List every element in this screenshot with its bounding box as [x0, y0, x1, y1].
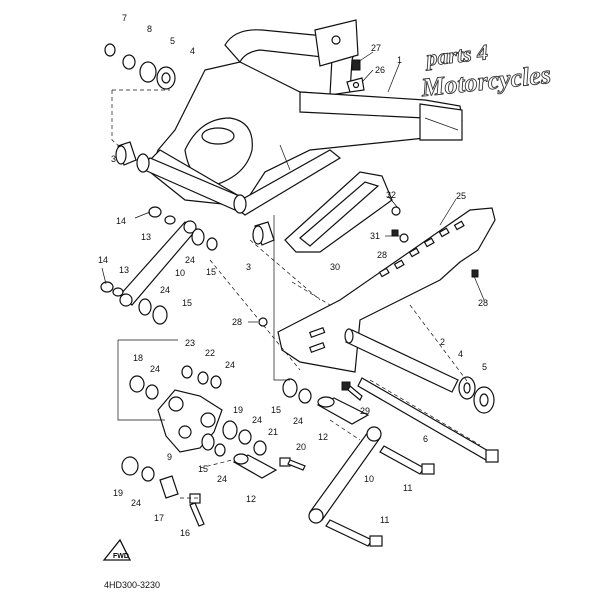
- part-5-spacer: [473, 386, 495, 414]
- small-parts-19-24-21: [201, 420, 267, 457]
- callout-16: 16: [180, 528, 190, 538]
- callout-26: 26: [375, 65, 385, 75]
- callout-labels: 7 8 5 4 27 26 1 3 3 32 25 31 28 28 28 30…: [98, 13, 488, 538]
- part-12-collar-lower: [232, 453, 278, 479]
- callout-3-lower: 3: [246, 262, 251, 272]
- small-parts-13-14: [100, 206, 176, 297]
- callout-25: 25: [456, 191, 466, 201]
- callout-24-left: 24: [150, 364, 160, 374]
- callout-21: 21: [268, 427, 278, 437]
- callout-10-upper: 10: [175, 268, 185, 278]
- callout-31: 31: [370, 231, 380, 241]
- part-20-bolt: [279, 457, 306, 471]
- callout-14-lower: 14: [98, 255, 108, 265]
- callout-22: 22: [205, 348, 215, 358]
- fwd-label: FWD: [113, 553, 129, 560]
- watermark-line1: parts 4: [423, 39, 489, 71]
- callout-11-upper: 11: [403, 483, 412, 493]
- part-12-collar-upper: [316, 396, 370, 425]
- part-27-bolt: [346, 59, 365, 93]
- part-4-spacer: [458, 376, 476, 400]
- small-parts-18-24-22-23: [129, 365, 222, 400]
- watermark-logo: parts 4 Motorcycles: [418, 39, 552, 103]
- callout-12-lower: 12: [246, 494, 256, 504]
- part-2-sleeve: [344, 328, 459, 393]
- callout-5-lower: 5: [482, 362, 487, 372]
- callout-13-lower: 13: [119, 265, 129, 275]
- small-fasteners-28-31-32: [258, 206, 479, 327]
- callout-24-lower: 24: [217, 474, 227, 484]
- callout-19-lower: 19: [113, 488, 123, 498]
- callout-15-lower: 15: [198, 464, 208, 474]
- callout-15-mid: 15: [182, 298, 192, 308]
- part-6-pivot-shaft: [357, 377, 499, 463]
- callout-7: 7: [122, 13, 127, 23]
- part-30-chain-guard: [284, 171, 393, 253]
- callout-11-lower: 11: [380, 515, 389, 525]
- callout-30: 30: [330, 262, 340, 272]
- callout-32: 32: [386, 190, 396, 200]
- callout-24-upper: 24: [185, 255, 195, 265]
- diagram-code: 4HD300-3230: [104, 580, 160, 590]
- part-16-bolt: [189, 493, 205, 527]
- assembly-guide-lines: [111, 89, 481, 499]
- front-direction-marker: FWD: [102, 538, 132, 561]
- part-29-bolt: [341, 381, 363, 401]
- callout-18: 18: [133, 353, 143, 363]
- pivot-tube: [136, 153, 247, 214]
- callout-24-r2: 24: [252, 415, 262, 425]
- callout-24-right: 24: [225, 360, 235, 370]
- callout-27: 27: [371, 43, 381, 53]
- parts-4-8-bushing-stack: [104, 43, 176, 90]
- part-3-bushing-upper: [115, 141, 137, 166]
- part-10-link-lower: [308, 426, 382, 524]
- callout-3-upper: 3: [111, 154, 116, 164]
- callout-19-upper: 19: [233, 405, 243, 415]
- part-3-bushing-lower: [252, 221, 275, 246]
- callout-14-upper: 14: [116, 216, 126, 226]
- callout-28-left: 28: [232, 317, 242, 327]
- small-parts-19-24-17: [121, 456, 179, 499]
- callout-29: 29: [360, 406, 370, 416]
- callout-17: 17: [154, 513, 164, 523]
- callout-5: 5: [170, 36, 175, 46]
- callout-28-top: 28: [377, 250, 387, 260]
- callout-10-lower: 10: [364, 474, 374, 484]
- part-25-chain-case: [277, 207, 496, 373]
- callout-8: 8: [147, 24, 152, 34]
- callout-4: 4: [190, 46, 195, 56]
- callout-9: 9: [167, 452, 172, 462]
- callout-12-upper: 12: [318, 432, 328, 442]
- callout-2: 2: [440, 337, 445, 347]
- small-parts-24-15-upper: [138, 228, 218, 325]
- part-11-bolt-upper: [379, 445, 435, 475]
- callout-24-mid: 24: [160, 285, 170, 295]
- callout-23: 23: [185, 338, 195, 348]
- callout-1: 1: [397, 55, 402, 65]
- chain-case-slots: [308, 220, 465, 353]
- callout-leader-lines: [101, 51, 485, 323]
- small-parts-15-24-mid: [282, 378, 312, 404]
- callout-13-upper: 13: [141, 232, 151, 242]
- callout-6: 6: [423, 434, 428, 444]
- callout-24-bottom: 24: [131, 498, 141, 508]
- callout-15-center: 15: [271, 405, 281, 415]
- callout-24-center: 24: [293, 416, 303, 426]
- part-1-frame: [149, 19, 463, 216]
- part-11-bolt-lower: [325, 519, 383, 547]
- callout-20: 20: [296, 442, 306, 452]
- callout-4-lower: 4: [458, 349, 463, 359]
- callout-28-right: 28: [478, 298, 488, 308]
- callout-15-upper: 15: [206, 267, 216, 277]
